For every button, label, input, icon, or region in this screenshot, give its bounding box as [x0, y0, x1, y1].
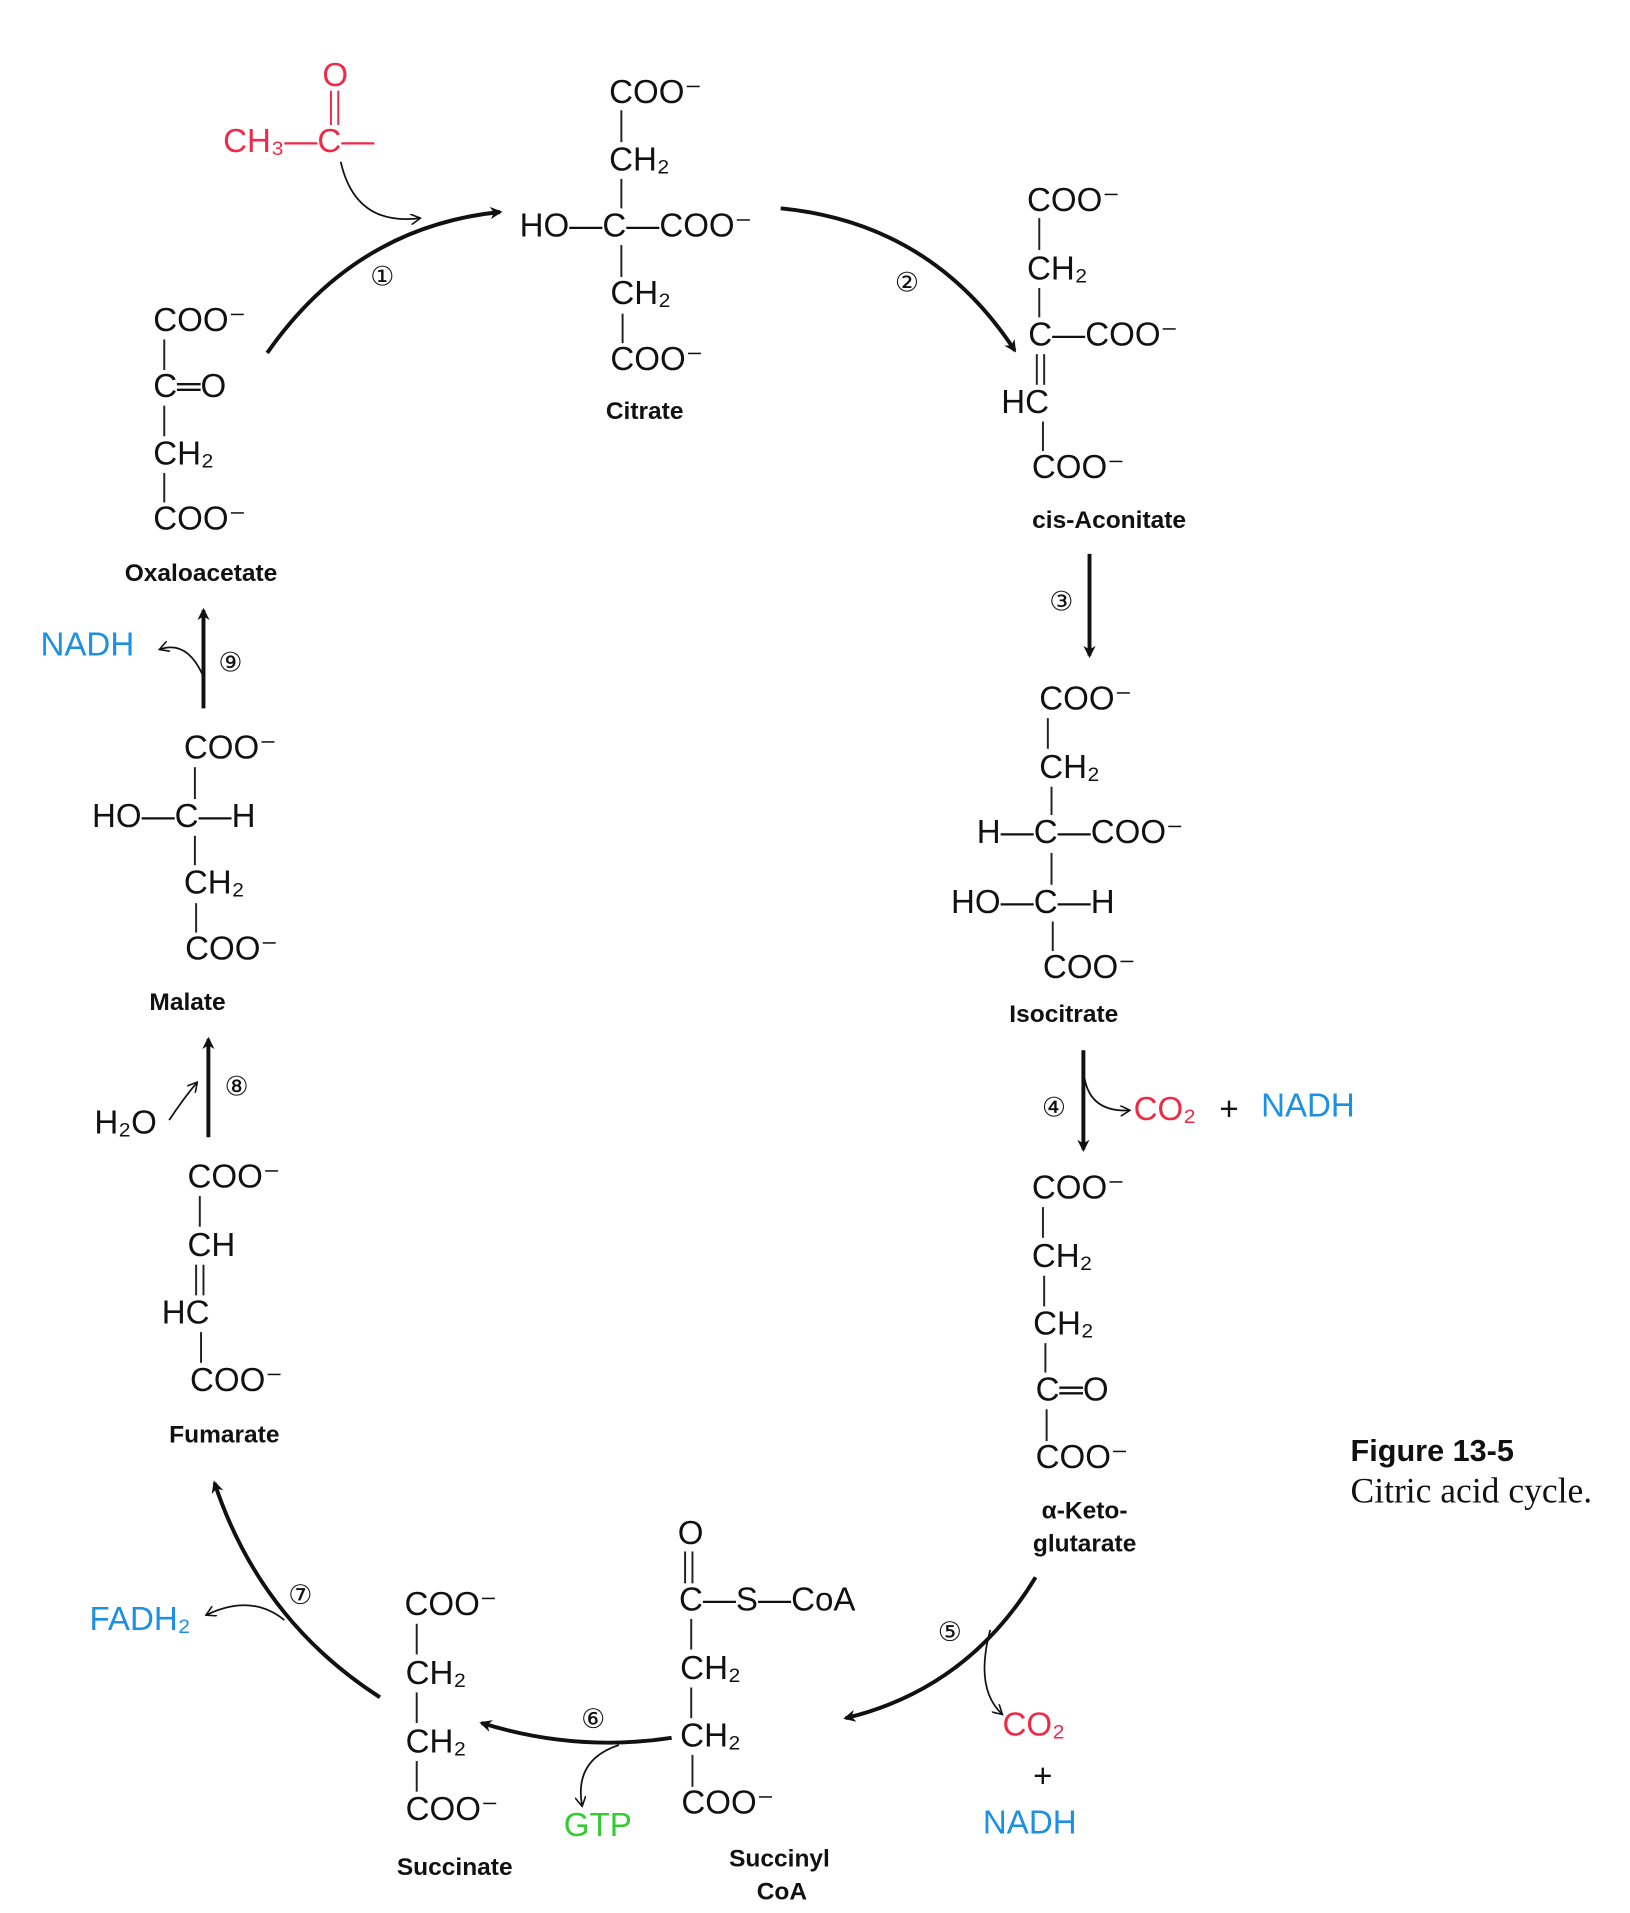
- formula-line: CH₂: [406, 1655, 467, 1692]
- succinyl-coa-structure: O C—S—CoA CH₂ CH₂ COO⁻ Succinyl CoA: [678, 1515, 856, 1905]
- step-4-number: ④: [1042, 1092, 1066, 1123]
- alpha-ketoglutarate-structure: COO⁻ CH₂ CH₂ C═O COO⁻ α-Keto- glutarate: [1032, 1170, 1136, 1558]
- formula-line: CH₂: [609, 141, 670, 178]
- isocitrate-label: Isocitrate: [1009, 1001, 1118, 1028]
- formula-line: COO⁻: [1032, 449, 1125, 486]
- step-2-number: ②: [895, 268, 919, 299]
- formula-line: COO⁻: [1043, 949, 1136, 986]
- step-2-arrow: [780, 206, 1017, 353]
- step-5-arrow: [843, 1576, 1038, 1722]
- figure-caption: Citric acid cycle.: [1351, 1470, 1593, 1510]
- alpha-ketoglutarate-label-2: glutarate: [1033, 1530, 1136, 1557]
- step-6-arrow: [479, 1720, 672, 1745]
- step-6-gtp: GTP: [564, 1807, 632, 1844]
- step-5-number: ⑤: [938, 1617, 962, 1648]
- formula-line: C—COO⁻: [1028, 317, 1178, 354]
- formula-line: HO—C—H: [951, 884, 1115, 921]
- formula-line: COO⁻: [406, 1791, 499, 1828]
- step-7-fadh2: FADH₂: [90, 1601, 191, 1638]
- citrate-label: Citrate: [606, 398, 684, 425]
- formula-line: C—S—CoA: [679, 1581, 855, 1618]
- malate-structure: COO⁻ HO—C—H CH₂ COO⁻ Malate: [92, 730, 278, 1016]
- step-5-nadh: NADH: [983, 1804, 1077, 1841]
- formula-line: CH₂: [1027, 250, 1088, 287]
- step-9-number: ⑨: [218, 648, 242, 679]
- formula-line: COO⁻: [610, 341, 703, 378]
- formula-line: COO⁻: [1039, 681, 1132, 718]
- formula-line: COO⁻: [188, 1159, 281, 1196]
- formula-line: COO⁻: [185, 931, 278, 968]
- formula-line: COO⁻: [190, 1362, 283, 1399]
- formula-line: COO⁻: [1036, 1439, 1129, 1476]
- formula-line: CH₂: [406, 1723, 467, 1760]
- step-4-co2-branch-arrow: [1083, 1078, 1130, 1110]
- step-5-plus: +: [1033, 1758, 1052, 1795]
- step-4-nadh: NADH: [1261, 1087, 1355, 1124]
- oxaloacetate-label: Oxaloacetate: [125, 560, 278, 587]
- formula-line: COO⁻: [153, 302, 246, 339]
- malate-label: Malate: [149, 989, 225, 1016]
- formula-line: COO⁻: [1027, 182, 1120, 219]
- step-9-nadh: NADH: [40, 627, 134, 664]
- succinate-structure: COO⁻ CH₂ CH₂ COO⁻ Succinate: [397, 1586, 513, 1881]
- formula-line: CH₂: [1033, 1306, 1094, 1343]
- step-1-arrow: [265, 206, 503, 355]
- formula-line: CH₂: [680, 1717, 741, 1754]
- formula-line: HC: [1001, 384, 1049, 421]
- formula-line: COO⁻: [1032, 1170, 1125, 1207]
- formula-line: HO—C—COO⁻: [520, 208, 752, 245]
- formula-line: HC: [162, 1295, 210, 1332]
- acetyl-chain: CH₃—C—: [223, 123, 375, 160]
- formula-line: CH₂: [610, 275, 671, 312]
- formula-line: CH₂: [153, 435, 214, 472]
- step-5-co2: CO₂: [1003, 1706, 1065, 1743]
- step-6-number: ⑥: [581, 1704, 605, 1735]
- formula-line: COO⁻: [184, 730, 277, 767]
- citrate-structure: COO⁻ CH₂ HO—C—COO⁻ CH₂ COO⁻ Citrate: [520, 74, 752, 425]
- formula-line: C═O: [153, 368, 226, 405]
- formula-line: C═O: [1036, 1372, 1109, 1409]
- formula-line: CH₂: [680, 1650, 741, 1687]
- step-4-co2: CO₂: [1134, 1091, 1196, 1128]
- formula-line: COO⁻: [153, 500, 246, 537]
- succinate-label: Succinate: [397, 1854, 513, 1881]
- acetyl-oxygen: O: [322, 57, 348, 94]
- step-4-plus: +: [1219, 1091, 1238, 1128]
- acetyl-entry-arrow: [339, 161, 421, 219]
- step-3-number: ③: [1049, 586, 1073, 617]
- formula-line: COO⁻: [681, 1785, 774, 1822]
- step-5-co2-branch-arrow: [983, 1629, 1002, 1715]
- step-8-number: ⑧: [224, 1072, 248, 1103]
- cis-aconitate-structure: COO⁻ CH₂ C—COO⁻ HC COO⁻ cis-Aconitate: [1001, 182, 1186, 534]
- formula-line: COO⁻: [609, 74, 702, 111]
- formula-line: CH: [188, 1227, 236, 1264]
- isocitrate-structure: COO⁻ CH₂ H—C—COO⁻ HO—C—H COO⁻ Isocitrate: [951, 681, 1183, 1029]
- oxaloacetate-structure: COO⁻ C═O CH₂ COO⁻ Oxaloacetate: [125, 302, 278, 587]
- acetyl-group: O CH₃—C—: [223, 57, 375, 160]
- alpha-ketoglutarate-label-1: α-Keto-: [1042, 1497, 1128, 1524]
- succinyl-coa-label-2: CoA: [757, 1879, 808, 1906]
- formula-line: CH₂: [1032, 1238, 1093, 1275]
- formula-line: COO⁻: [404, 1586, 497, 1623]
- step-7-fadh2-branch-arrow: [206, 1604, 285, 1621]
- step-7-number: ⑦: [288, 1580, 312, 1611]
- fumarate-label: Fumarate: [169, 1421, 279, 1448]
- formula-line: O: [678, 1515, 704, 1552]
- step-9-nadh-branch-arrow: [159, 647, 204, 675]
- step-1-number: ①: [370, 262, 394, 293]
- fumarate-structure: COO⁻ CH HC COO⁻ Fumarate: [162, 1159, 283, 1449]
- step-8-h2o: H₂O: [94, 1105, 156, 1142]
- formula-line: H—C—COO⁻: [977, 814, 1184, 851]
- succinyl-coa-label-1: Succinyl: [729, 1845, 830, 1872]
- step-8-h2o-branch-arrow: [168, 1082, 197, 1121]
- formula-line: HO—C—H: [92, 798, 256, 835]
- step-7-arrow: [211, 1480, 382, 1699]
- figure-number: Figure 13-5: [1351, 1434, 1514, 1468]
- step-6-gtp-branch-arrow: [581, 1744, 620, 1806]
- formula-line: CH₂: [1039, 749, 1100, 786]
- cis-aconitate-label: cis-Aconitate: [1032, 507, 1186, 534]
- formula-line: CH₂: [184, 864, 245, 901]
